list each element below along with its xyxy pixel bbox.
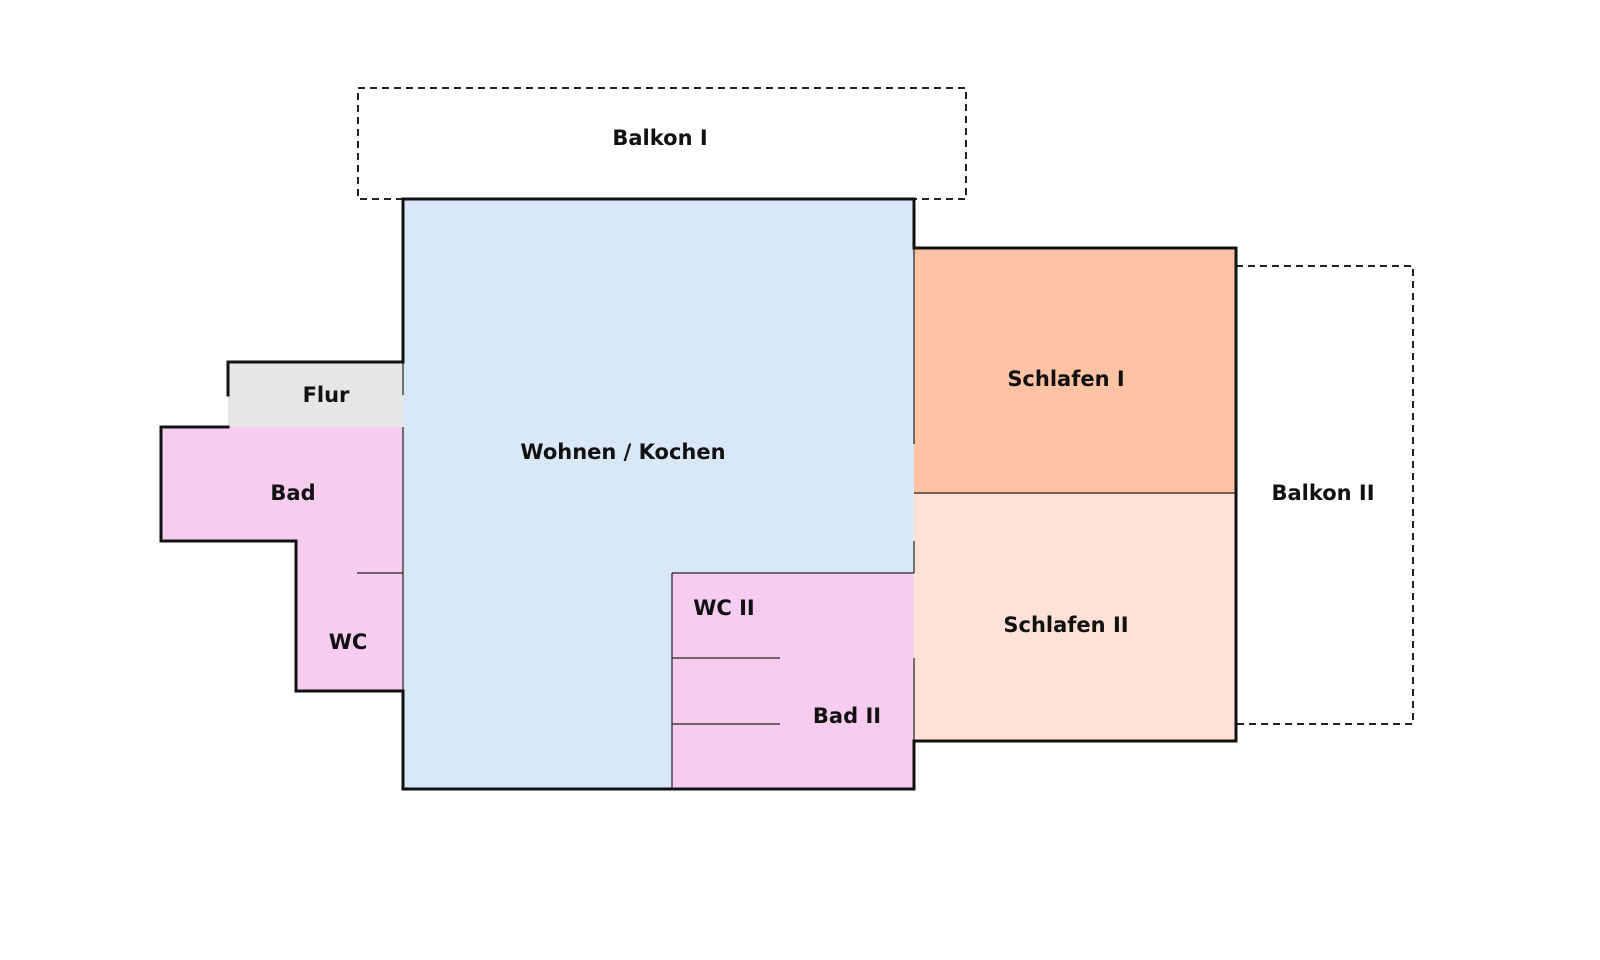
label-schlafen-1: Schlafen I: [1007, 367, 1124, 391]
room-wc-2: [672, 573, 914, 658]
label-wc: WC: [329, 630, 368, 654]
room-flur: [228, 362, 403, 427]
balkon-1-outline: [357, 87, 967, 200]
room-bad: [161, 427, 403, 573]
wall-flur: [226, 360, 405, 397]
room-schlafen-2: [914, 493, 1236, 741]
room-wohnen-kochen: [403, 199, 914, 789]
interior-partitions: [357, 248, 1236, 789]
balkon-2-outline: [1236, 265, 1414, 725]
room-balkon-1: [357, 87, 967, 200]
room-bad-2: [672, 658, 914, 789]
label-wohnen-kochen: Wohnen / Kochen: [520, 440, 725, 464]
room-balkon-2: [1236, 265, 1414, 725]
room-wc: [296, 573, 403, 691]
exterior-walls: [159, 197, 1238, 791]
label-balkon-1: Balkon I: [612, 126, 707, 150]
label-schlafen-2: Schlafen II: [1003, 613, 1128, 637]
label-flur: Flur: [303, 383, 350, 407]
room-schlafen-1: [914, 248, 1236, 493]
wall-west-upper: [159, 197, 1238, 791]
label-bad-2: Bad II: [813, 704, 881, 728]
label-balkon-2: Balkon II: [1271, 481, 1374, 505]
label-bad: Bad: [270, 481, 315, 505]
label-wc-2: WC II: [693, 596, 755, 620]
